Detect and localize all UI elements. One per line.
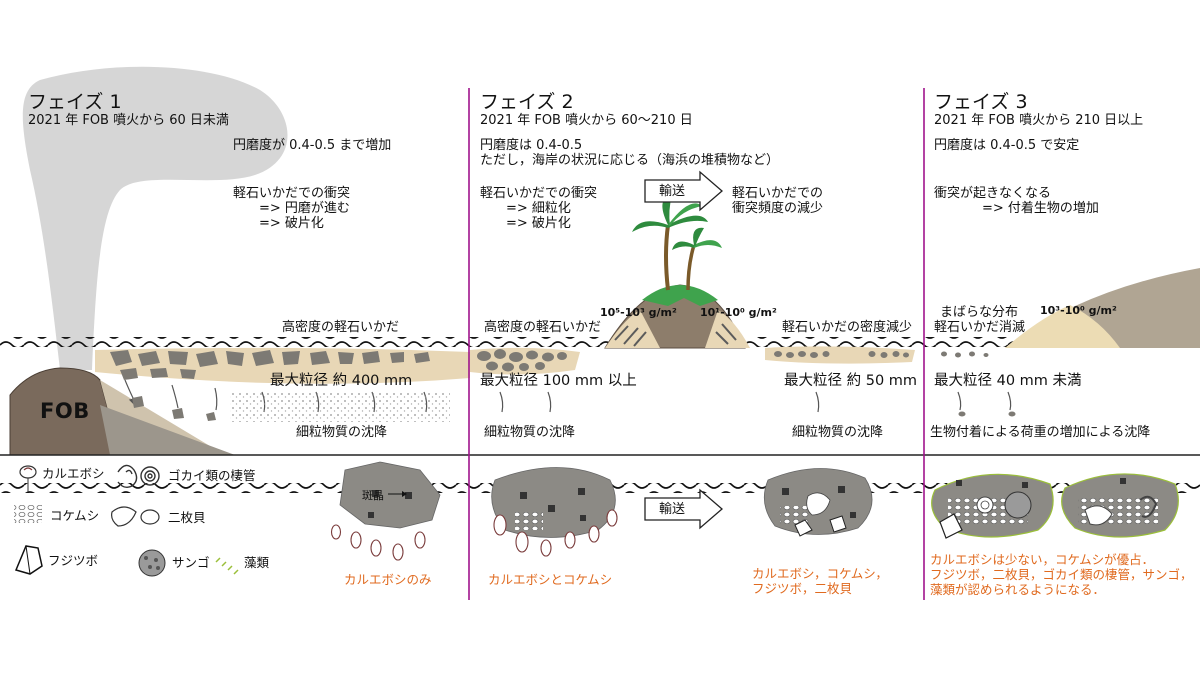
phase1-title: フェイズ 1: [28, 91, 122, 113]
phase2-transport-result-1: 衝突頻度の減少: [732, 201, 824, 216]
legend-bivalve-icon: [111, 506, 160, 527]
density-left: 10⁵-10³ g/m²: [600, 306, 677, 319]
phase1-process-1: => 円磨が進む: [259, 201, 350, 216]
eruption-plume: [22, 66, 288, 370]
phase2-max-size: 最大粒径 100 mm 以上: [480, 373, 637, 389]
seafloor-pumice-slope: [100, 405, 235, 455]
legend-coral-label: サンゴ: [172, 555, 210, 570]
phase3-title: フェイズ 3: [934, 91, 1028, 113]
phase2-max-size-2: 最大粒径 約 50 mm: [784, 373, 918, 389]
phase1-period: 2021 年 FOB 噴火から 60 日未満: [28, 113, 229, 128]
phase3-raft-1: 軽石いかだ消滅: [934, 320, 1026, 335]
legend-algae-label: 藻類: [244, 555, 270, 570]
phase2-biota-2-1: フジツボ，二枚貝: [752, 581, 853, 596]
legend-bryozoan-icon: [14, 505, 42, 523]
phase2-raft-reduced: 軽石いかだの密度減少: [782, 320, 913, 335]
legend-coral-icon: [138, 549, 166, 577]
fine-particles-phase1: [230, 392, 450, 422]
phase2-roundness: 円磨度は 0.4-0.5: [480, 138, 583, 153]
phase2-process-1: => 細粒化: [506, 201, 571, 216]
sinking-pumice-phase1: [132, 396, 216, 421]
transport-label-upper: 輸送: [659, 184, 686, 199]
phase3-biota-2: 藻類が認められるようになる．: [930, 582, 1106, 597]
phase3-sediment: 生物付着による荷重の増加による沈降: [930, 425, 1151, 440]
legend-bivalve-label: 二枚貝: [168, 510, 206, 525]
phase2-process-2: => 破片化: [506, 216, 571, 231]
legend-bryozoan-label: コケムシ: [50, 508, 100, 523]
legend-barnacle-goose-icon: [19, 465, 37, 492]
transport-arrow-lower: [644, 488, 723, 530]
phase2-roundness-note: ただし，海岸の状況に応じる（海浜の堆積物など）: [480, 153, 780, 168]
phase3-biota-0: カルエボシは少ない，コケムシが優占．: [930, 552, 1155, 567]
raft-phase2-right-pumice: [774, 351, 909, 358]
phase2-raft: 高密度の軽石いかだ: [484, 320, 602, 335]
phase3-roundness: 円磨度は 0.4-0.5 で安定: [934, 138, 1080, 153]
phase3-period: 2021 年 FOB 噴火から 210 日以上: [934, 113, 1144, 128]
legend-barnacle-label: フジツボ: [48, 553, 99, 568]
phase3-biota-1: フジツボ，二枚貝，ゴカイ類の棲管，サンゴ，: [930, 567, 1193, 582]
clast-phase1: [339, 461, 441, 529]
density-right: 10¹-10⁰ g/m²: [700, 306, 777, 319]
phase2-sediment-2: 細粒物質の沈降: [792, 425, 884, 440]
beach-phase3: [1005, 305, 1120, 348]
legend-algae-icon: [215, 557, 239, 575]
phase2-transport-result-0: 軽石いかだでの: [732, 186, 824, 201]
legend-polychaete-tube-label: ゴカイ類の棲管: [168, 468, 256, 483]
transport-label-lower: 輸送: [659, 502, 686, 517]
phase2-process-0: 軽石いかだでの衝突: [480, 186, 598, 201]
goose-barnacles-phase2: [493, 509, 618, 557]
phase1-process-0: 軽石いかだでの衝突: [233, 186, 351, 201]
phase2-period: 2021 年 FOB 噴火から 60〜210 日: [480, 113, 693, 128]
sinking-arrows-phase3: [957, 391, 1012, 411]
raft-phase2-right: [765, 346, 915, 364]
palm-trees: [632, 195, 722, 291]
goose-barnacles-phase1: [330, 524, 426, 561]
phase3-process-1: => 付着生物の増加: [982, 201, 1099, 216]
phase3-process-0: 衝突が起きなくなる: [934, 186, 1052, 201]
phase3-density: 10³-10⁰ g/m²: [1040, 304, 1117, 317]
phase2-sediment: 細粒物質の沈降: [484, 425, 576, 440]
volcano-fob: [9, 367, 121, 456]
phenocryst-label: 斑晶: [362, 489, 384, 502]
phase2-biota: カルエボシとコケムシ: [488, 572, 613, 587]
legend-barnacle-goose-label: カルエボシ: [42, 466, 105, 481]
phase1-sediment: 細粒物質の沈降: [296, 425, 388, 440]
sparse-pumice-phase3: [941, 351, 989, 358]
sinking-arrows-phase2: [499, 391, 820, 413]
phase1-process-2: => 破片化: [259, 216, 324, 231]
phase3-max-size: 最大粒径 40 mm 未満: [934, 373, 1082, 389]
transport-arrow-upper: [644, 170, 723, 212]
phase2-biota-2-0: カルエボシ，コケムシ，: [752, 566, 888, 581]
raft-phase2-pumice: [477, 349, 567, 372]
volcano-label: FOB: [40, 399, 90, 423]
phase1-raft: 高密度の軽石いかだ: [282, 320, 400, 335]
beach-left: [605, 310, 660, 348]
phase1-biota: カルエボシのみ: [344, 572, 432, 587]
phase1-max-size: 最大粒径 約 400 mm: [270, 373, 413, 389]
phase2-title: フェイズ 2: [480, 91, 574, 113]
raft-phase1-pumice: [110, 350, 430, 380]
phase3-raft-0: まばらな分布: [940, 305, 1019, 320]
legend-barnacle-icon: [14, 545, 43, 575]
sea-surface-upper: [0, 337, 1200, 347]
legend-polychaete-tube-icon: [117, 464, 160, 489]
phase1-roundness: 円磨度が 0.4-0.5 まで増加: [233, 138, 392, 153]
